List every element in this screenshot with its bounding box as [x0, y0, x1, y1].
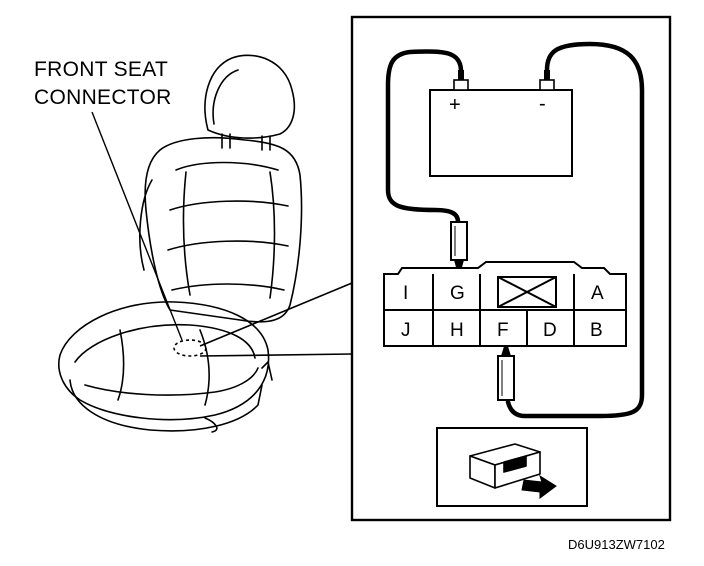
battery-negative-label: -	[539, 93, 546, 115]
negative-jumper-wire	[505, 41, 645, 419]
zoom-wedge	[199, 282, 353, 357]
seat-connector-location	[173, 339, 207, 357]
callout-leader-line	[91, 111, 183, 341]
battery-positive-label: +	[449, 94, 461, 116]
battery: + -	[429, 70, 573, 177]
pin-label-g: G	[450, 283, 465, 304]
pin-label-a: A	[591, 283, 604, 304]
detail-panel-border	[350, 15, 672, 522]
positive-probe	[450, 221, 468, 278]
figure-code: D6U913ZW7102	[568, 537, 665, 552]
callout-label-line2: CONNECTOR	[34, 86, 172, 109]
pin-label-j: J	[401, 320, 411, 341]
negative-probe	[497, 340, 515, 401]
pin-label-i: I	[403, 283, 408, 304]
view-arrow-icon	[521, 474, 557, 499]
positive-jumper-wire	[385, 49, 464, 225]
pin-label-h: H	[450, 320, 464, 341]
seat-connector-face	[383, 261, 627, 347]
pin-label-f: F	[497, 320, 509, 341]
callout-label-line1: FRONT SEAT	[34, 58, 168, 81]
front-seat-illustration	[58, 54, 303, 433]
pin-label-b: B	[590, 320, 603, 341]
pin-label-d: D	[543, 320, 557, 341]
connector-perspective-icon	[469, 443, 541, 489]
